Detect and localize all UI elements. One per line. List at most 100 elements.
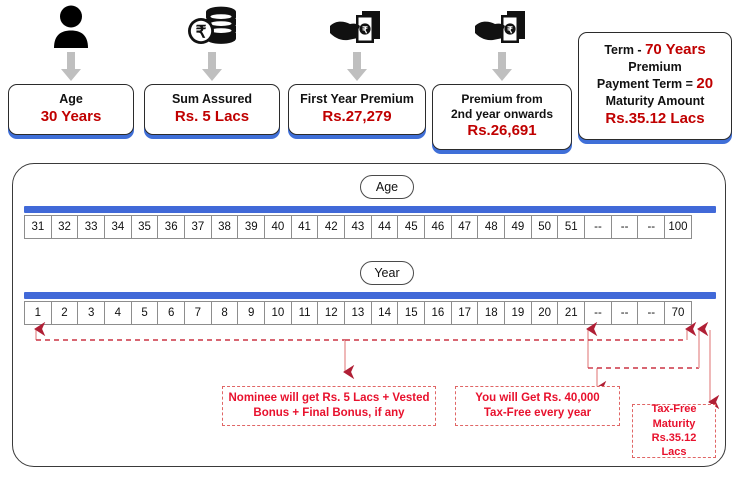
age-cell: 51 xyxy=(557,215,586,239)
age-cell: 44 xyxy=(370,215,399,239)
maturity-amount-label: Maturity Amount xyxy=(605,94,705,109)
age-cell: 35 xyxy=(130,215,159,239)
age-cell: 100 xyxy=(664,215,692,239)
year-pill: Year xyxy=(360,261,414,285)
ppt-value: 20 xyxy=(696,75,714,93)
age-cell: 34 xyxy=(104,215,132,239)
year-cell: 21 xyxy=(557,301,586,325)
age-cell: 48 xyxy=(477,215,506,239)
summary-row: Age 30 Years xyxy=(0,0,740,152)
age-cell: 39 xyxy=(237,215,266,239)
annual-payout-line2: Tax-Free every year xyxy=(483,407,592,419)
hand-cash-icon: ₹ xyxy=(288,4,426,50)
year-cell: 6 xyxy=(157,301,186,325)
svg-text:₹: ₹ xyxy=(507,25,513,35)
age-cell: 43 xyxy=(344,215,372,239)
year-cell: 7 xyxy=(184,301,212,325)
age-cell: 37 xyxy=(184,215,212,239)
age-cell: 31 xyxy=(24,215,52,239)
arrow-down-icon xyxy=(201,52,223,82)
age-cell: 41 xyxy=(290,215,319,239)
arrow-down-icon xyxy=(60,52,82,82)
premium-word: Premium xyxy=(628,59,682,74)
age-cell: -- xyxy=(584,215,612,239)
annual-payout-callout: You will Get Rs. 40,000 Tax-Free every y… xyxy=(455,386,620,426)
year-cell: 14 xyxy=(370,301,399,325)
sum-assured-box: Sum Assured Rs. 5 Lacs xyxy=(144,84,280,136)
age-cell: 49 xyxy=(504,215,532,239)
age-pill-label: Age xyxy=(375,180,399,194)
term-label: Term - xyxy=(604,43,646,57)
maturity-callout-line2: Maturity xyxy=(652,417,696,430)
year-cell: 70 xyxy=(664,301,692,325)
person-icon xyxy=(8,4,134,50)
renewal-premium-label-line1: Premium from xyxy=(461,92,543,106)
ppt-label: Payment Term = xyxy=(596,77,697,92)
year-cell: 3 xyxy=(77,301,106,325)
nominee-callout-line1: Nominee will get Rs. 5 Lacs + Vested xyxy=(228,392,430,405)
term-line: Term - 70 Years xyxy=(583,41,727,60)
age-cell: 38 xyxy=(210,215,239,239)
sum-assured-value: Rs. 5 Lacs xyxy=(174,107,250,125)
age-cell: 33 xyxy=(77,215,106,239)
age-blue-bar xyxy=(24,206,716,213)
year-cell: 11 xyxy=(290,301,319,325)
year-cell: 5 xyxy=(130,301,159,325)
first-year-premium-value: Rs.27,279 xyxy=(322,107,392,125)
year-cell: 10 xyxy=(264,301,292,325)
term-value: 70 Years xyxy=(645,41,706,58)
age-label: Age xyxy=(59,92,83,106)
ppt-line: Payment Term = 20 xyxy=(583,75,727,94)
rupee-coins-icon: ₹ xyxy=(144,4,280,50)
age-pill: Age xyxy=(360,175,414,199)
maturity-amount-value: Rs.35.12 Lacs xyxy=(605,109,705,127)
maturity-callout: Tax-Free Maturity Rs.35.12 Lacs xyxy=(632,403,716,459)
year-cell: 17 xyxy=(450,301,479,325)
age-cell: 50 xyxy=(530,215,559,239)
first-year-premium-label: First Year Premium xyxy=(300,92,414,106)
year-cell: 13 xyxy=(344,301,372,325)
year-cell: -- xyxy=(610,301,639,325)
year-cell: 8 xyxy=(210,301,239,325)
age-cell: 47 xyxy=(450,215,479,239)
year-cell: -- xyxy=(584,301,612,325)
age-cell: 32 xyxy=(50,215,79,239)
age-value: 30 Years xyxy=(40,107,102,125)
sum-assured-label: Sum Assured xyxy=(171,92,253,106)
svg-text:₹: ₹ xyxy=(196,23,207,42)
arrow-down-icon xyxy=(346,52,368,82)
year-cell: 12 xyxy=(317,301,346,325)
age-cell: 36 xyxy=(157,215,186,239)
nominee-callout-line2: Bonus + Final Bonus, if any xyxy=(253,407,405,419)
year-cell: 15 xyxy=(397,301,426,325)
year-cell: 18 xyxy=(477,301,506,325)
year-cell: 1 xyxy=(24,301,52,325)
age-cell: -- xyxy=(637,215,666,239)
nominee-callout: Nominee will get Rs. 5 Lacs + Vested Bon… xyxy=(222,386,436,426)
arrow-down-icon xyxy=(491,52,513,82)
maturity-callout-line1: Tax-Free xyxy=(651,403,697,416)
year-cell: 4 xyxy=(104,301,132,325)
renewal-premium-box: Premium from 2nd year onwards Rs.26,691 xyxy=(432,84,572,150)
renewal-premium-label-line2: 2nd year onwards xyxy=(450,107,554,121)
age-cell: 42 xyxy=(317,215,346,239)
year-cell: 2 xyxy=(50,301,79,325)
year-pill-label: Year xyxy=(374,266,400,280)
age-cell: 40 xyxy=(264,215,292,239)
age-box: Age 30 Years xyxy=(8,84,134,136)
hand-cash-icon: ₹ xyxy=(432,4,572,50)
first-year-premium-box: First Year Premium Rs.27,279 xyxy=(288,84,426,136)
year-cell: 9 xyxy=(237,301,266,325)
annual-payout-line1: You will Get Rs. 40,000 xyxy=(475,392,600,405)
age-cell: 46 xyxy=(424,215,452,239)
term-maturity-box: Term - 70 Years Premium Payment Term = 2… xyxy=(578,32,732,140)
year-cell: 20 xyxy=(530,301,559,325)
renewal-premium-value: Rs.26,691 xyxy=(467,122,537,139)
year-cell: 16 xyxy=(424,301,452,325)
age-cell: -- xyxy=(610,215,639,239)
maturity-callout-line3: Rs.35.12 Lacs xyxy=(651,432,697,459)
svg-text:₹: ₹ xyxy=(362,25,368,35)
